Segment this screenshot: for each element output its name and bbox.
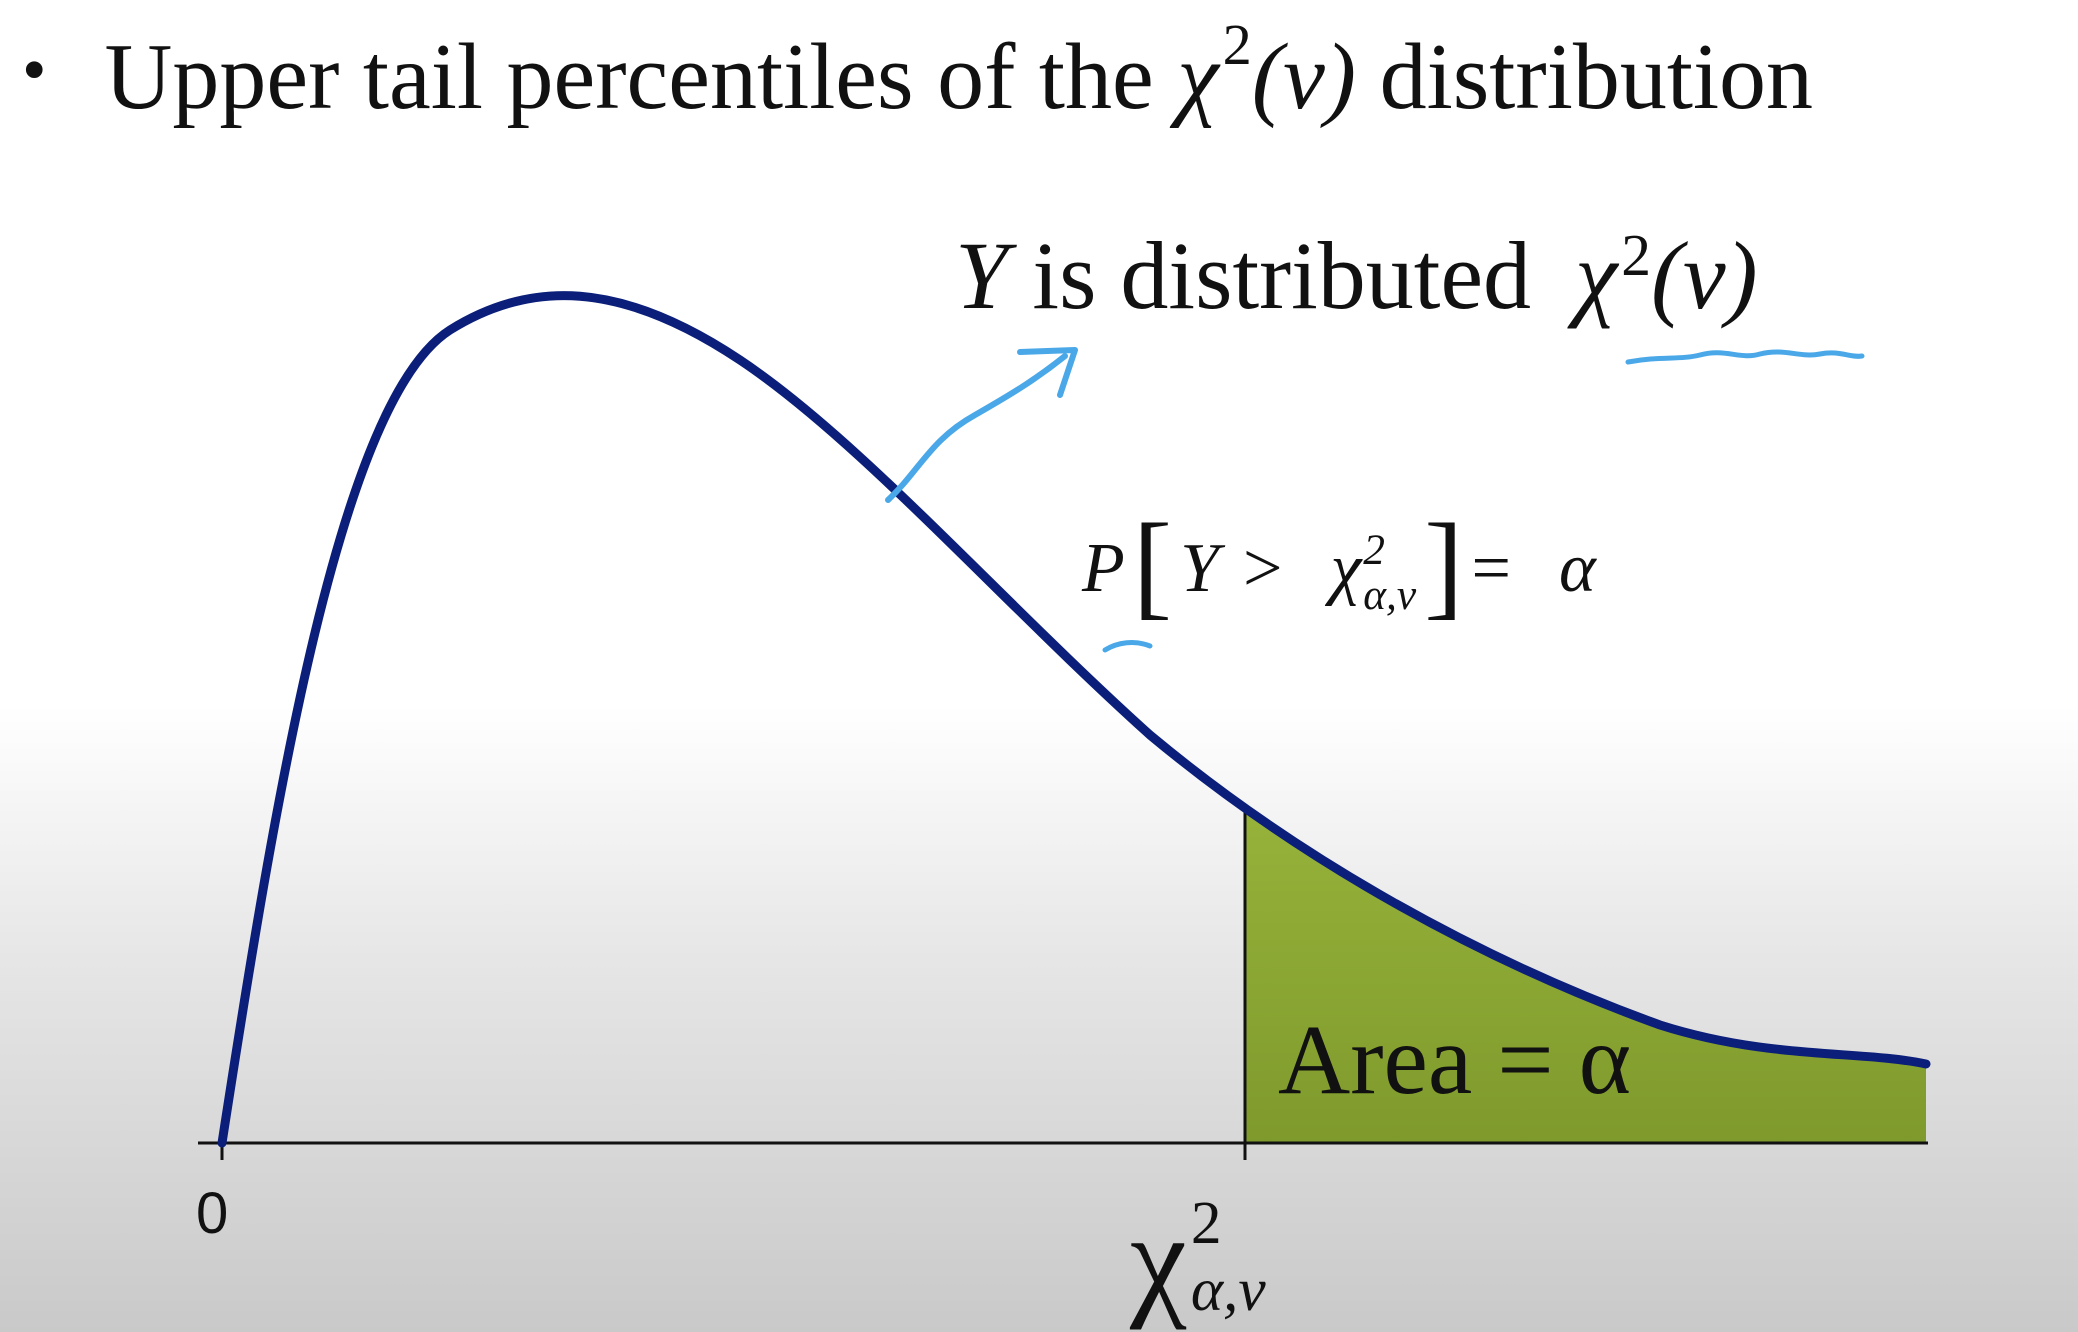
prob-sup: 2	[1363, 525, 1385, 574]
prob-open-bracket: [	[1132, 499, 1173, 630]
bullet-icon: •	[22, 32, 47, 109]
prob-p: P	[1082, 530, 1125, 607]
x-tick-zero: 0	[196, 1181, 229, 1246]
prob-y: Y	[1180, 530, 1219, 607]
probability-formula: P [ Y > χ 2 α,v ] = α	[1082, 506, 1596, 628]
prob-alpha: α	[1558, 530, 1596, 607]
ink-underline-chi	[1625, 349, 1865, 365]
critical-chi-symbol: χ	[1130, 1188, 1187, 1330]
dist-superscript: 2	[1621, 222, 1652, 289]
ink-arrow-head	[1017, 347, 1078, 398]
critical-sub: α,v	[1190, 1256, 1266, 1325]
upper-tail-area	[1245, 805, 1926, 1143]
variable-y: Y	[955, 222, 1009, 329]
ink-underline-p	[1102, 640, 1153, 653]
heading-trailing: distribution	[1379, 25, 1814, 129]
distributed-text: is distributed	[1032, 222, 1532, 329]
prob-chi: χ	[1330, 530, 1362, 607]
prob-eq: =	[1471, 530, 1511, 607]
prob-sub: α,v	[1363, 571, 1417, 619]
area-label: Area = α	[1278, 1004, 1632, 1115]
x-tick-critical-value: χ 2 α,v	[1130, 1188, 1266, 1330]
critical-sup: 2	[1190, 1189, 1222, 1257]
heading-chi-symbol: χ	[1177, 25, 1219, 129]
prob-close-bracket: ]	[1424, 499, 1464, 630]
ink-arrow	[885, 353, 1068, 503]
critical-supsub: 2 α,v	[1190, 1189, 1266, 1325]
heading-superscript: 2	[1222, 11, 1252, 77]
chi-square-density-curve	[217, 291, 1931, 1148]
dist-arg: (v)	[1651, 222, 1758, 329]
heading-arg: (v)	[1251, 25, 1357, 129]
dist-chi-symbol: χ	[1575, 222, 1618, 329]
prob-supsub: 2 α,v	[1363, 525, 1417, 619]
prob-gt: >	[1243, 530, 1283, 607]
heading-text: Upper tail percentiles of the	[104, 25, 1154, 129]
